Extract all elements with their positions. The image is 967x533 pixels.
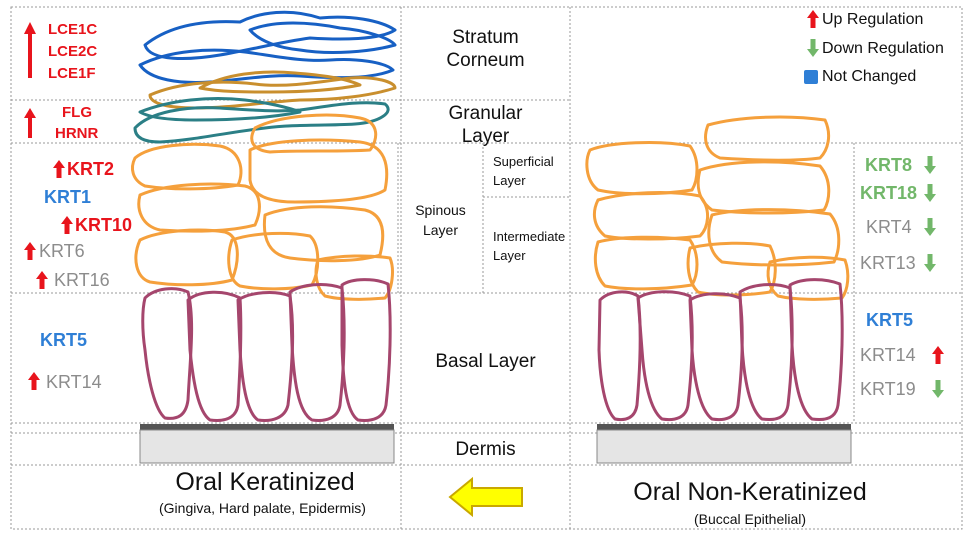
down-arrow-icon bbox=[924, 156, 936, 174]
marker-krt2: KRT2 bbox=[67, 160, 114, 178]
marker-krt8: KRT8 bbox=[865, 156, 912, 174]
title-oral-non-keratinized: Oral Non-Keratinized bbox=[600, 480, 900, 505]
down-arrow-icon bbox=[932, 380, 944, 398]
marker-hrnr: HRNR bbox=[55, 126, 98, 141]
legend-unchanged-label: Not Changed bbox=[822, 69, 916, 85]
marker-krt18: KRT18 bbox=[860, 184, 917, 202]
label-basal-layer: Basal Layer bbox=[401, 352, 570, 371]
legend-down-icon bbox=[807, 39, 819, 57]
marker-krt6: KRT6 bbox=[39, 242, 85, 260]
marker-krt16: KRT16 bbox=[54, 271, 110, 289]
left-pointing-arrow-icon bbox=[450, 479, 522, 515]
label-dermis: Dermis bbox=[401, 440, 570, 459]
marker-krt14-right: KRT14 bbox=[860, 346, 916, 364]
legend-up-label: Up Regulation bbox=[822, 12, 923, 28]
down-arrow-icon bbox=[924, 218, 936, 236]
up-arrow-icon bbox=[932, 346, 944, 364]
label-intermediate-layer: Intermediate Layer bbox=[493, 230, 565, 262]
down-arrow-icon bbox=[924, 254, 936, 272]
marker-lce2c: LCE2C bbox=[48, 44, 97, 59]
up-arrow-icon bbox=[61, 216, 73, 234]
label-superficial-layer: Superficial Layer bbox=[493, 155, 554, 187]
label-spinous-layer: Spinous Layer bbox=[398, 203, 483, 237]
legend-icons bbox=[804, 10, 819, 84]
legend-unchanged-icon bbox=[804, 70, 818, 84]
label-granular-layer: Granular Layer bbox=[401, 104, 570, 146]
marker-lce1c: LCE1C bbox=[48, 22, 97, 37]
granular-teal-cells bbox=[135, 99, 388, 143]
up-arrow-icon bbox=[24, 22, 36, 78]
basement-membrane-right bbox=[597, 424, 851, 430]
marker-krt14-left: KRT14 bbox=[46, 373, 102, 391]
up-arrow-icon bbox=[28, 372, 40, 390]
spinous-cells-right bbox=[587, 117, 848, 299]
subtitle-oral-non-keratinized: (Buccal Epithelial) bbox=[600, 512, 900, 526]
marker-krt5-left: KRT5 bbox=[40, 331, 87, 349]
regulation-arrow-icons-right bbox=[924, 156, 944, 398]
marker-krt1: KRT1 bbox=[44, 188, 91, 206]
label-stratum-corneum: Stratum Corneum bbox=[401, 28, 570, 70]
up-arrow-icon bbox=[53, 160, 65, 178]
marker-krt5-right: KRT5 bbox=[866, 311, 913, 329]
up-arrow-icon bbox=[36, 271, 48, 289]
title-oral-keratinized: Oral Keratinized bbox=[130, 470, 400, 495]
basement-membrane-left bbox=[140, 424, 394, 430]
marker-krt4: KRT4 bbox=[866, 218, 912, 236]
legend-up-icon bbox=[807, 10, 819, 28]
marker-krt13: KRT13 bbox=[860, 254, 916, 272]
subtitle-oral-keratinized: (Gingiva, Hard palate, Epidermis) bbox=[120, 501, 405, 515]
dermis-block-right bbox=[597, 430, 851, 463]
marker-flg: FLG bbox=[62, 105, 92, 120]
legend-down-label: Down Regulation bbox=[822, 41, 944, 57]
marker-krt19: KRT19 bbox=[860, 380, 916, 398]
marker-lce1f: LCE1F bbox=[48, 66, 96, 81]
up-arrow-icon bbox=[24, 242, 36, 260]
dermis-block-left bbox=[140, 430, 394, 463]
down-arrow-icon bbox=[924, 184, 936, 202]
up-arrow-icon bbox=[24, 108, 36, 138]
marker-krt10: KRT10 bbox=[75, 216, 132, 234]
